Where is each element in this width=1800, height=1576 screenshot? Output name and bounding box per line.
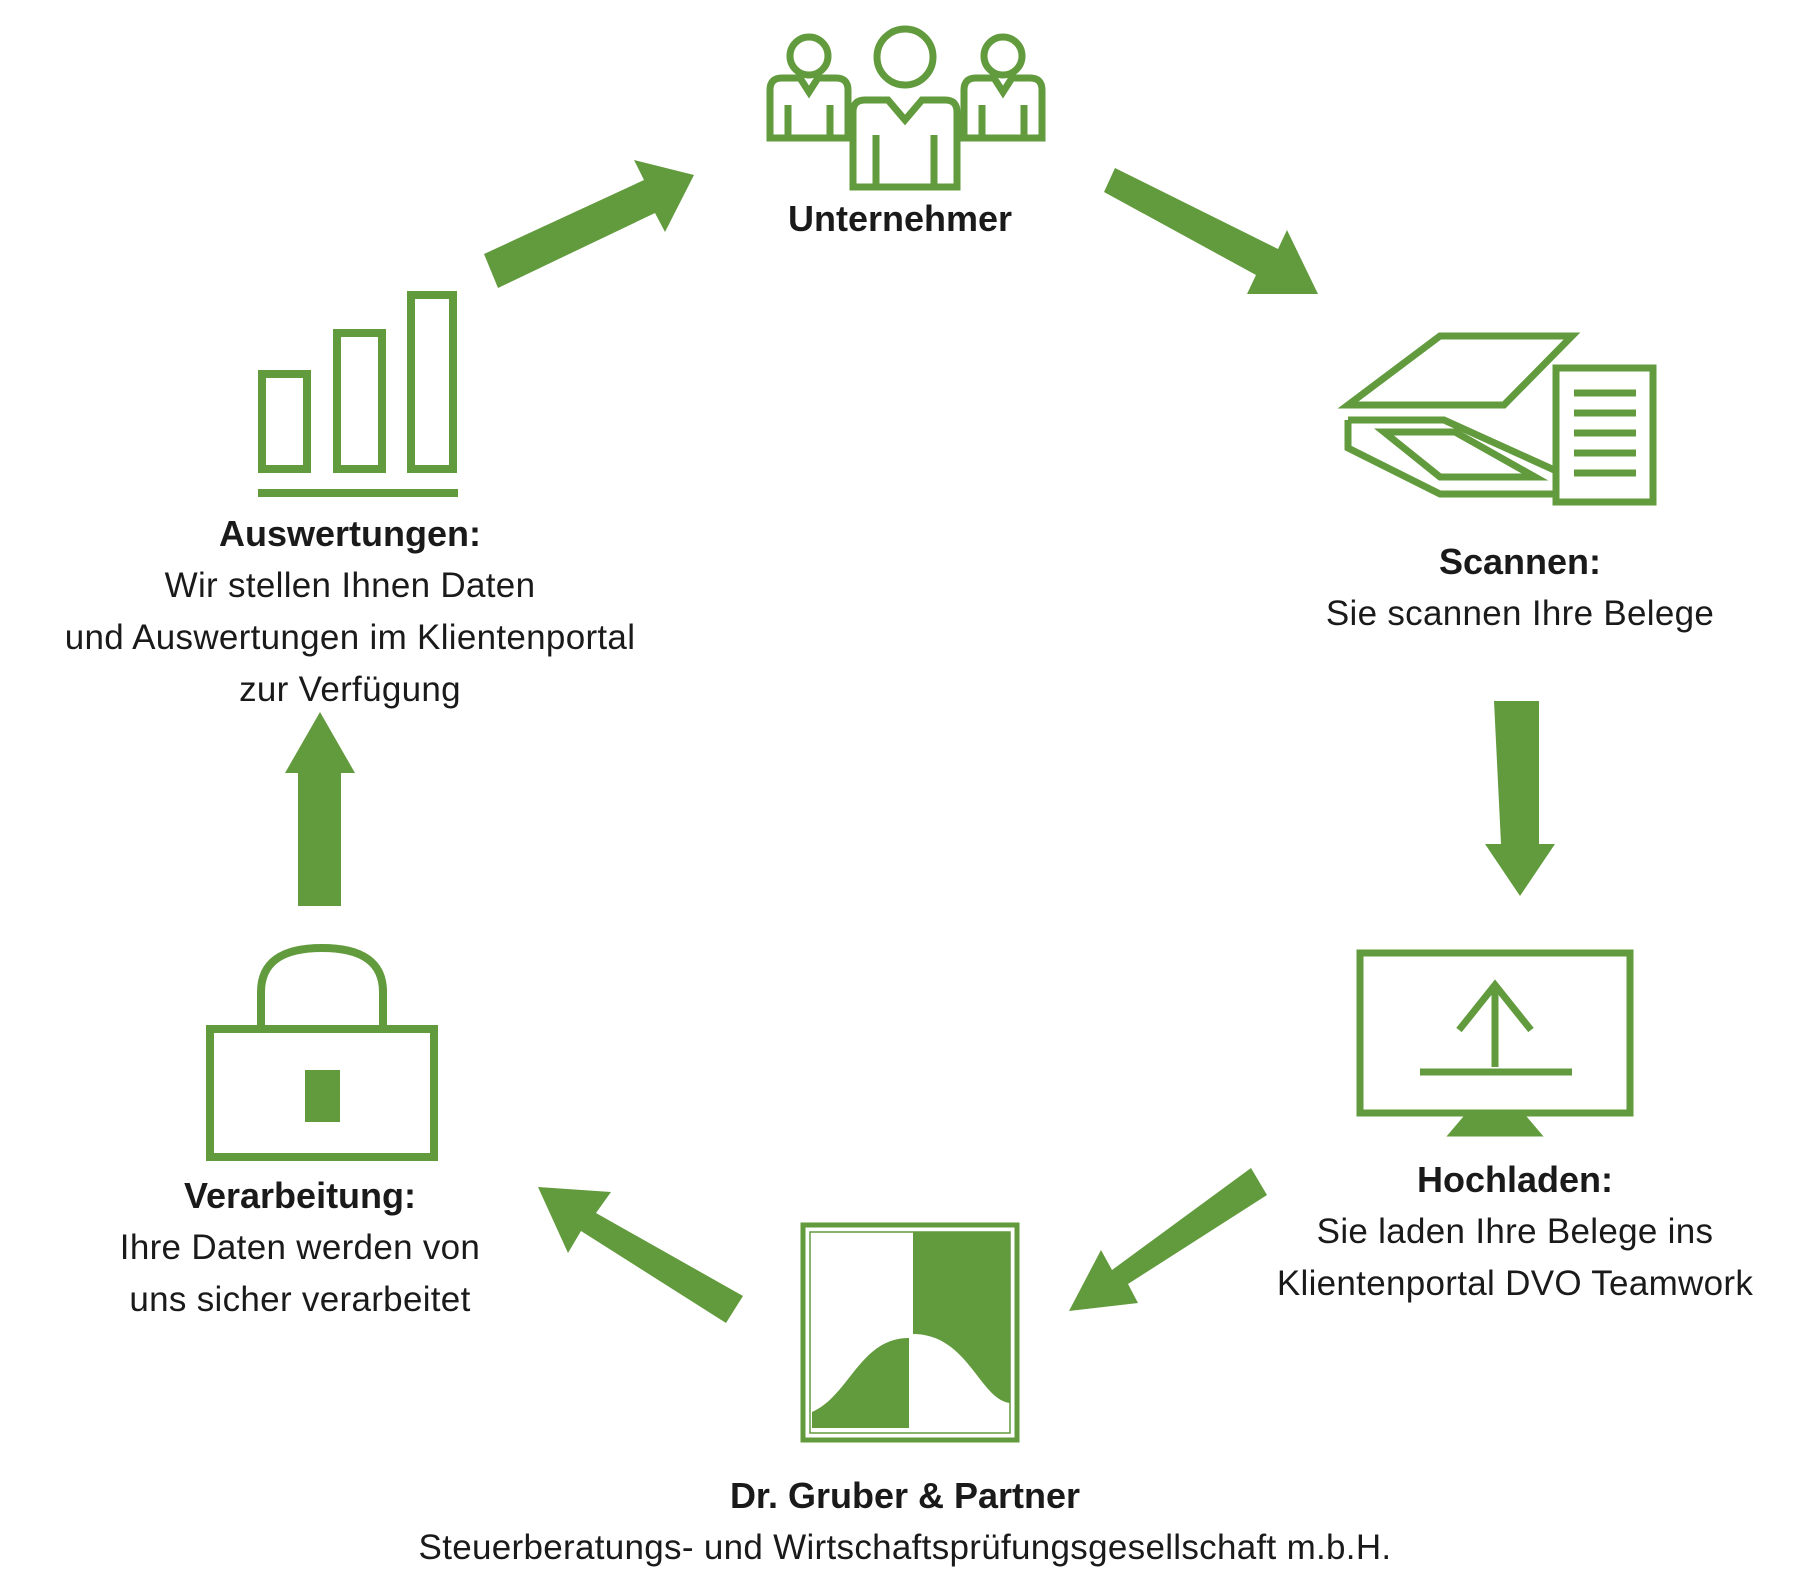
step-hochladen: Hochladen: Sie laden Ihre Belege ins Kli…	[1230, 1154, 1800, 1310]
step-auswertungen: Auswertungen: Wir stellen Ihnen Daten un…	[10, 508, 690, 716]
step-scannen: Scannen: Sie scannen Ihre Belege	[1270, 536, 1770, 640]
step-title: Verarbeitung:	[183, 1175, 417, 1216]
step-description: Sie laden Ihre Belege ins	[1316, 1212, 1714, 1251]
cycle-arrows	[285, 160, 1555, 1323]
step-verarbeitung: Verarbeitung: Ihre Daten werden von uns …	[60, 1170, 540, 1326]
step-title: Auswertungen:	[218, 513, 481, 554]
step-description: Wir stellen Ihnen Daten	[164, 566, 536, 605]
padlock-icon	[206, 943, 438, 1161]
people-group-icon	[766, 25, 1046, 191]
monitor-upload-icon	[1356, 949, 1634, 1137]
company-description: Steuerberatungs- und Wirtschaftsprüfungs…	[418, 1528, 1392, 1567]
company-logo	[800, 1222, 1020, 1443]
step-description: Ihre Daten werden von	[119, 1228, 481, 1267]
step-unternehmer: Unternehmer	[700, 193, 1100, 245]
step-title: Unternehmer	[787, 198, 1013, 239]
step-title: Scannen:	[1438, 541, 1602, 582]
step-title: Hochladen:	[1416, 1159, 1613, 1200]
arrow-to-hochladen	[1485, 701, 1555, 896]
bar-chart-icon	[258, 291, 458, 497]
step-description: und Auswertungen im Klientenportal	[64, 618, 636, 657]
arrow-to-kanzlei	[1069, 1168, 1267, 1311]
scanner-icon	[1337, 332, 1657, 506]
step-description: Klientenportal DVO Teamwork	[1276, 1264, 1754, 1303]
step-description: zur Verfügung	[239, 670, 461, 709]
arrow-to-unternehmer	[484, 160, 694, 288]
company-name: Dr. Gruber & Partner	[729, 1475, 1081, 1516]
step-description: uns sicher verarbeitet	[129, 1280, 471, 1319]
arrow-to-verarbeitung	[538, 1187, 743, 1323]
step-description: Sie scannen Ihre Belege	[1325, 594, 1715, 633]
arrow-to-scannen	[1104, 168, 1318, 294]
step-kanzlei: Dr. Gruber & Partner Steuerberatungs- un…	[300, 1470, 1510, 1574]
arrow-to-auswertungen	[285, 712, 355, 906]
